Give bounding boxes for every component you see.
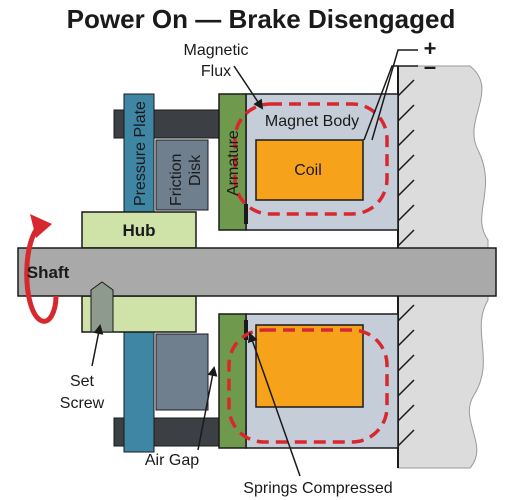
friction-disk-top [155,139,209,211]
set-screw-label-line2: Screw [60,395,105,412]
hub-label: Hub [122,221,155,240]
coil-top [255,139,364,201]
magnetic-flux-leader [233,65,264,110]
set-screw-leader [91,324,104,367]
pressure-plate-label: Pressure Plate [132,101,149,206]
air-gap-label: Air Gap [145,452,199,469]
hub-top [81,211,197,249]
shaft [17,247,497,297]
coil-bottom [255,324,364,408]
lead-positive [371,49,418,141]
lead-negative [363,65,418,141]
pressure-plate-top [123,93,155,213]
air-gap-leader [197,366,218,451]
friction-disk-label-line1: Friction [168,154,185,206]
plus-symbol: + [424,36,437,61]
diagram-title: Power On — Brake Disengaged [67,4,456,34]
flux-path-top [233,102,389,216]
armature-top [218,93,247,231]
set-screw [90,281,114,333]
armature-bottom [218,313,247,449]
armature-label: Armature [225,130,242,196]
magnet-body-label: Magnet Body [265,113,359,130]
friction-disk-label-line2: Disk [187,154,204,186]
magnetic-flux-label-line1: Magnetic [184,42,249,59]
springs-compressed-label: Springs Compressed [243,480,392,497]
rotation-arrow-head [30,214,52,238]
shaft-label: Shaft [27,263,70,282]
rotation-arrow [24,221,59,324]
coil-label: Coil [294,162,322,179]
friction-disk-bottom [155,333,209,411]
springs-compressed-leader [247,332,301,477]
magnetic-flux-label-line2: Flux [201,63,231,80]
set-screw-label-line1: Set [70,373,95,390]
pressure-plate-bottom [123,331,155,453]
flux-path-bottom [227,328,389,444]
minus-symbol: – [424,54,436,79]
